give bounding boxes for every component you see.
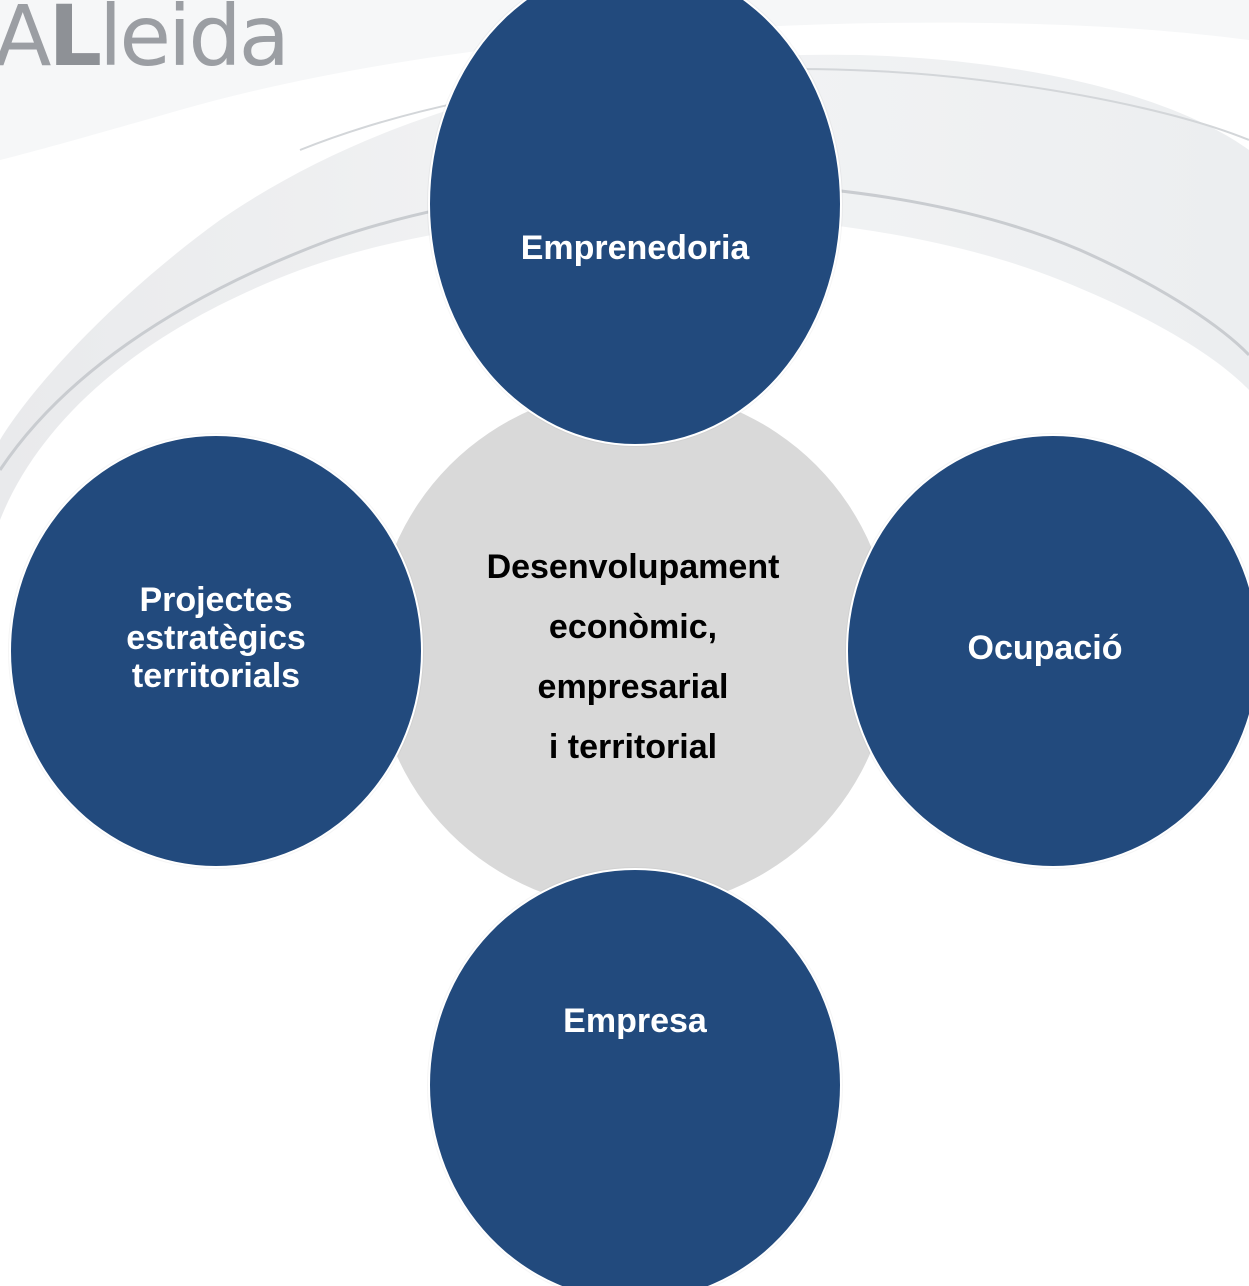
satellite-left-line-2: estratègics: [126, 619, 306, 657]
alleida-logo: ALleida: [0, 0, 290, 78]
satellite-top-label: Emprenedoria: [521, 229, 750, 267]
satellite-right-label: Ocupació: [968, 629, 1123, 667]
center-circle: Desenvolupament econòmic, empresarial i …: [374, 389, 892, 909]
center-line-3: empresarial: [537, 668, 729, 706]
center-label: Desenvolupament econòmic, empresarial i …: [487, 537, 780, 777]
center-line-1: Desenvolupament: [486, 548, 780, 586]
satellite-projectes-estrategics: Projectes estratègics territorials: [9, 434, 423, 868]
satellite-empresa: Empresa: [428, 868, 842, 1286]
satellite-left-line-1: Projectes: [139, 581, 293, 619]
satellite-top-line-1: Emprenedoria: [520, 229, 750, 267]
satellite-bottom-label: Empresa: [563, 1002, 707, 1040]
logo-bold-letter: L: [48, 0, 102, 85]
satellite-right-line-1: Ocupació: [967, 629, 1123, 667]
satellite-bottom-line-1: Empresa: [563, 1002, 707, 1040]
center-line-4: i territorial: [548, 728, 718, 766]
logo-text: leida: [99, 0, 290, 85]
satellite-emprenedoria: Emprenedoria: [428, 0, 842, 446]
satellite-left-label: Projectes estratègics territorials: [126, 581, 306, 695]
center-line-2: econòmic,: [548, 608, 718, 646]
satellite-left-line-3: territorials: [131, 657, 301, 695]
satellite-ocupacio: Ocupació: [846, 434, 1249, 868]
logo-prefix: A: [0, 0, 51, 85]
